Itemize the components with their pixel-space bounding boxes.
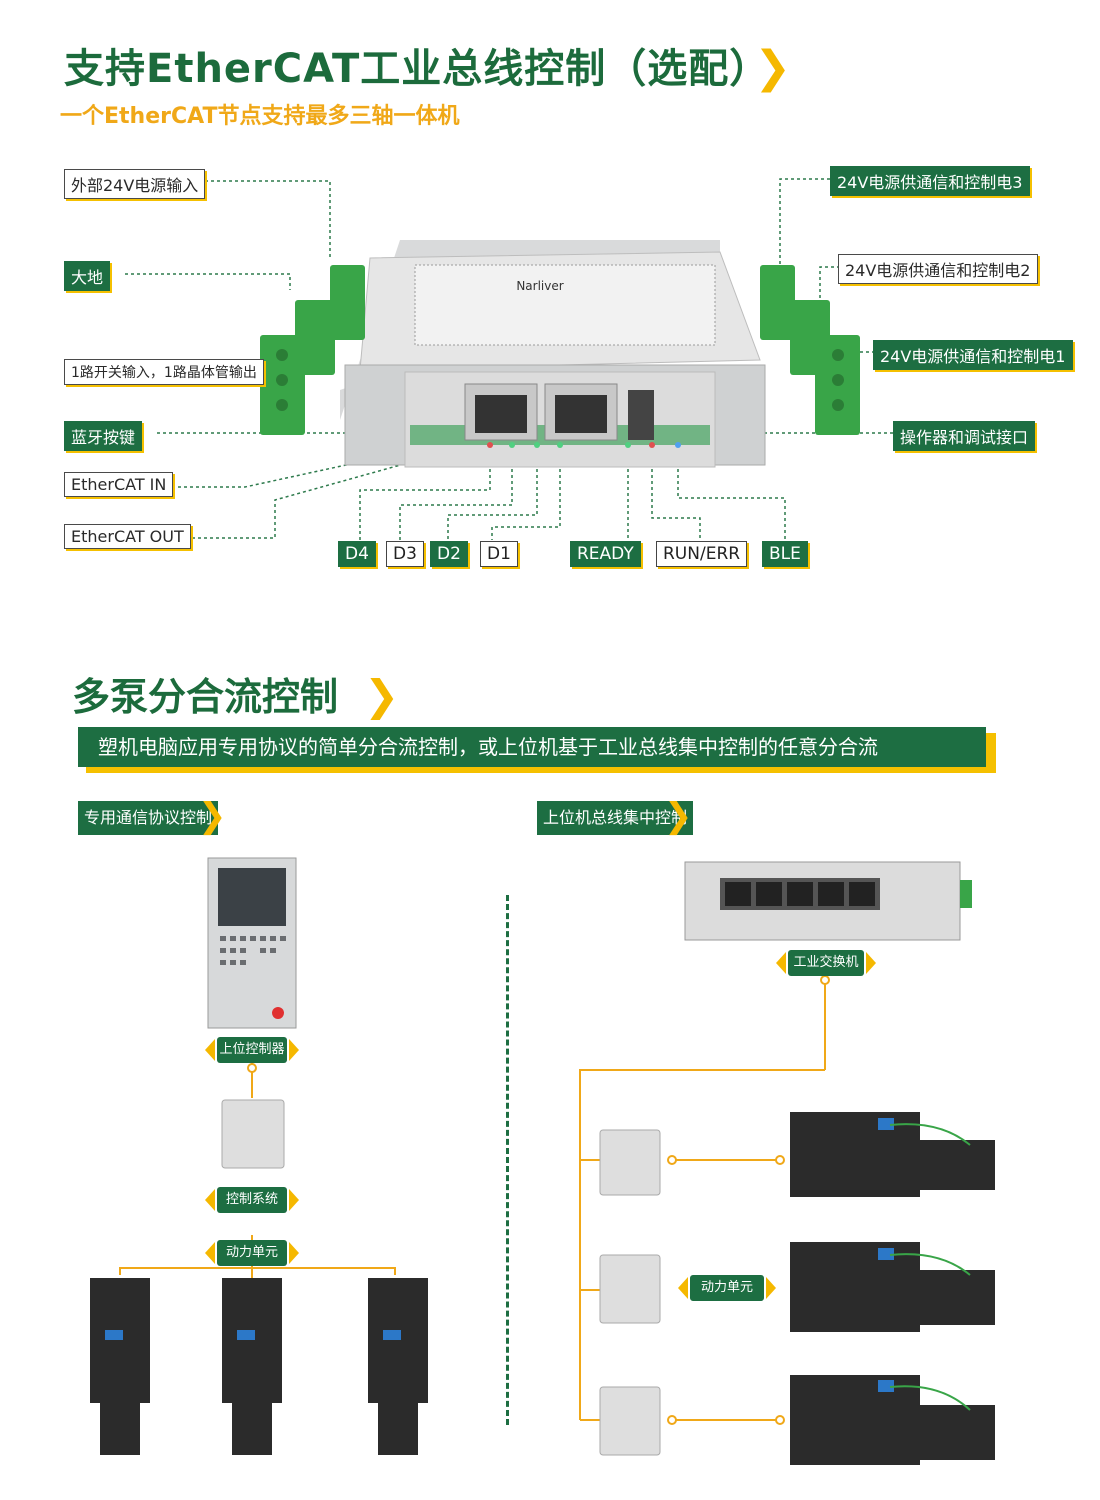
chevron-right-icon: ❯ [664, 796, 693, 836]
right-column-heading: 上位机总线集中控制 [537, 801, 694, 835]
section1-subtitle: 一个EtherCAT节点支持最多三轴一体机 [60, 104, 460, 129]
ethercat-device-illustration: Narliver [125, 178, 893, 540]
right-topology-diagram [579, 861, 995, 1465]
led-label-ble: BLE [762, 541, 808, 567]
chevron-right-icon: ❯ [198, 796, 227, 836]
led-label-d4: D4 [338, 541, 376, 567]
led-label-ready: READY [570, 541, 641, 567]
chevron-right-icon: ❯ [364, 671, 400, 720]
callout-external-24v: 外部24V电源输入 [64, 169, 206, 199]
callout-power-3: 24V电源供通信和控制电3 [830, 166, 1030, 196]
left-label-power-unit: 动力单元 [205, 1240, 299, 1266]
left-column-heading: 专用通信协议控制 [78, 801, 219, 835]
led-label-d3: D3 [386, 541, 424, 567]
callout-debug-port: 操作器和调试接口 [893, 421, 1036, 451]
section1-title: 支持EtherCAT工业总线控制（选配）❯ [64, 42, 793, 93]
callout-ground: 大地 [64, 261, 111, 291]
callout-ethercat-in: EtherCAT IN [64, 472, 174, 497]
left-topology-diagram [90, 857, 428, 1455]
callout-power-2: 24V电源供通信和控制电2 [838, 254, 1038, 284]
svg-text:Narliver: Narliver [516, 279, 563, 293]
section2-title: 多泵分合流控制❯ [72, 671, 400, 720]
section2-banner: 塑机电脑应用专用协议的简单分合流控制，或上位机基于工业总线集中控制的任意分合流 [78, 727, 986, 767]
chevron-right-icon: ❯ [754, 42, 793, 93]
callout-io: 1路开关输入，1路晶体管输出 [64, 359, 264, 385]
right-label-industrial-switch: 工业交换机 [776, 950, 876, 976]
left-label-controller: 上位控制器 [205, 1037, 299, 1063]
callout-bluetooth-key: 蓝牙按键 [64, 421, 143, 451]
column-divider [506, 895, 509, 1425]
led-label-d2: D2 [430, 541, 468, 567]
led-label-run-err: RUN/ERR [656, 541, 748, 567]
left-label-control-system: 控制系统 [205, 1187, 299, 1213]
callout-power-1: 24V电源供通信和控制电1 [873, 340, 1073, 370]
right-label-power-unit: 动力单元 [678, 1275, 776, 1301]
led-label-d1: D1 [480, 541, 518, 567]
callout-ethercat-out: EtherCAT OUT [64, 524, 191, 549]
